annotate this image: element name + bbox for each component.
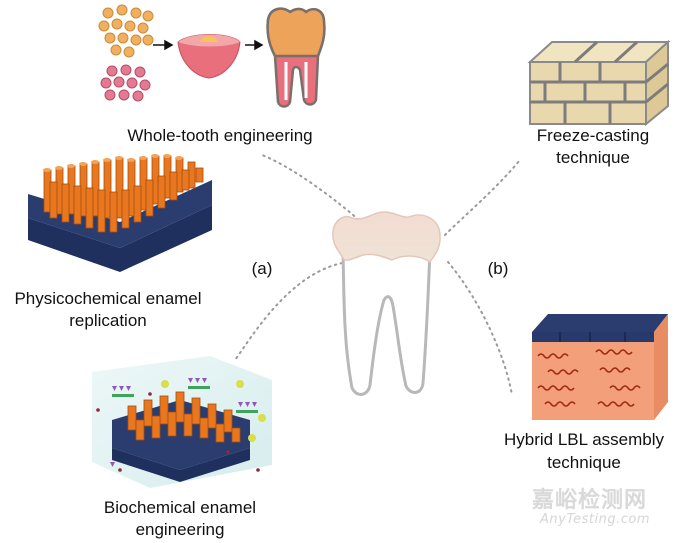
panel-label-b: (b) [487, 259, 509, 278]
tooth-root-outline [341, 249, 432, 396]
label-freeze-line1: Freeze-casting [536, 126, 650, 145]
label-freeze-line2: technique [556, 148, 630, 167]
label-biochemical-line1: Biochemical enamel [103, 498, 257, 517]
label-hybrid-line2: technique [547, 453, 621, 472]
freeze-casting-brick-illustration [527, 39, 671, 127]
arc-freeze [444, 159, 521, 236]
label-physicochemical-line2: replication [69, 311, 147, 330]
tooth-crown [332, 211, 441, 264]
engineered-tooth-illustration [266, 7, 326, 108]
biochemical-engineering-illustration [92, 356, 272, 488]
label-biochemical-line2: engineering [135, 520, 225, 539]
arc-biochemical [234, 261, 349, 361]
tooth-germ-illustration [177, 34, 241, 79]
arc-whole-tooth [261, 154, 373, 233]
label-hybrid-line1: Hybrid LBL assembly [504, 430, 664, 449]
cell-cluster-pink [100, 64, 151, 102]
hybrid-lbl-illustration [532, 314, 668, 420]
arrow-icon-2 [245, 39, 264, 51]
label-whole-tooth: Whole-tooth engineering [127, 126, 313, 145]
watermark-url: AnyTesting.com [540, 512, 651, 527]
central-tooth-illustration [332, 211, 441, 396]
cell-cluster-orange [98, 4, 154, 58]
watermark-cn: 嘉峪检测网 [532, 488, 648, 513]
arc-hybrid [447, 261, 513, 396]
connector-arcs [234, 154, 521, 396]
physicochemical-rods-illustration [28, 154, 212, 272]
label-physicochemical-line1: Physicochemical enamel [14, 289, 202, 308]
arrow-icon-1 [153, 39, 174, 51]
panel-label-a: (a) [251, 259, 273, 278]
